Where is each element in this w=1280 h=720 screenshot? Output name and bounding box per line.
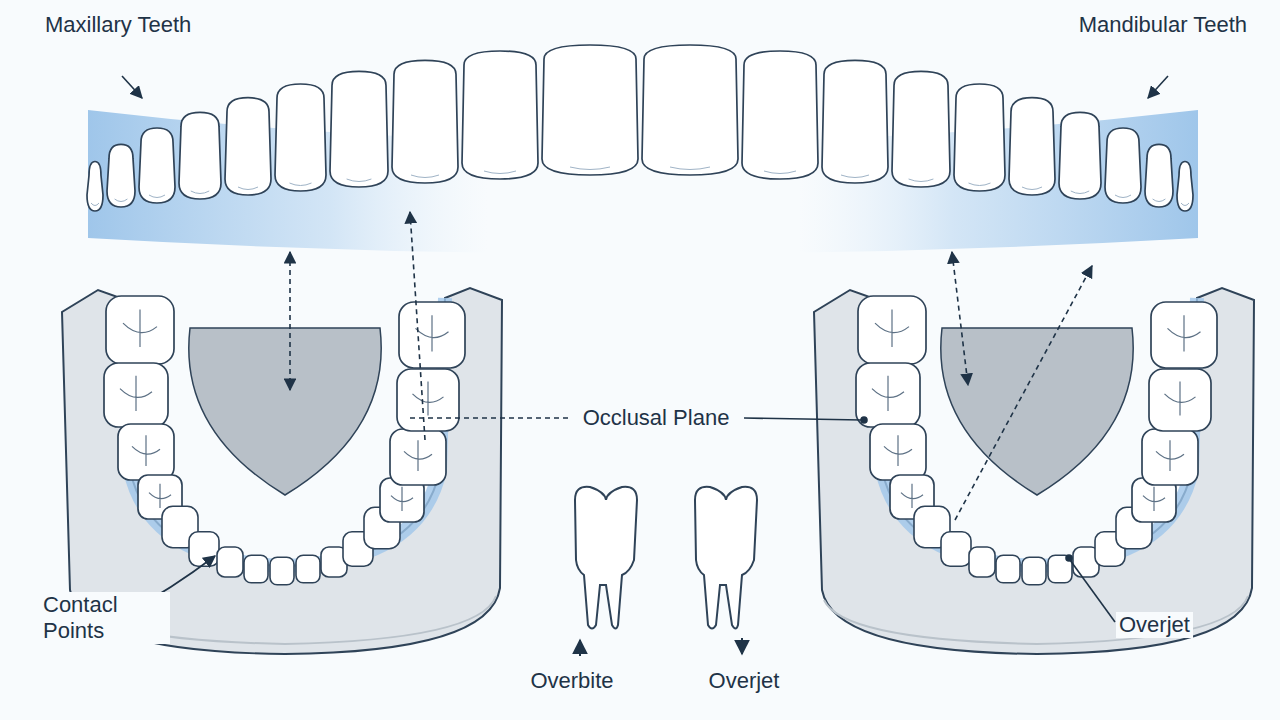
tooth-edge xyxy=(1181,203,1189,206)
upper-tooth xyxy=(330,71,388,187)
tooth-edge xyxy=(149,195,165,198)
lower-front-tooth xyxy=(296,555,320,583)
tooth-edge xyxy=(1071,191,1089,194)
upper-tooth xyxy=(275,84,326,191)
upper-tooth xyxy=(225,98,271,195)
molar-groove xyxy=(875,310,909,347)
lower-molar xyxy=(118,424,174,480)
lower-molar xyxy=(1142,429,1198,485)
label-text: Occlusal Plane xyxy=(580,405,733,431)
tooth-edge xyxy=(1153,199,1166,202)
molar-groove xyxy=(1156,440,1184,471)
lower-molar xyxy=(390,429,446,485)
label-text: Overjet xyxy=(706,668,783,694)
upper-tooth xyxy=(642,45,738,175)
molar-groove xyxy=(120,376,152,411)
lower-molar xyxy=(1149,369,1211,431)
tooth-edge xyxy=(909,179,934,182)
leader-lines xyxy=(122,76,1168,622)
lower-front-tooth xyxy=(217,547,243,577)
lower-molar xyxy=(870,424,926,480)
molar-groove xyxy=(413,381,444,415)
upper-tooth xyxy=(742,51,818,179)
tooth-edge xyxy=(670,167,710,170)
tooth-edge xyxy=(290,183,312,186)
tooth-edge xyxy=(115,199,128,202)
tooth-edge xyxy=(1115,195,1131,198)
label-text: Maxillary Teeth xyxy=(42,12,194,38)
molar-groove xyxy=(884,435,912,466)
tooth-edge xyxy=(91,203,99,206)
molar-groove xyxy=(149,484,171,508)
upper-tooth xyxy=(179,112,221,199)
lower-front-tooth xyxy=(270,557,294,585)
lower-front-tooth xyxy=(189,532,219,567)
molar-groove xyxy=(416,315,449,351)
tooth-edge xyxy=(1022,187,1042,190)
lower-jaw-right xyxy=(814,288,1254,654)
tooth-edge xyxy=(411,175,439,178)
tooth-edge xyxy=(191,191,209,194)
upper-tooth xyxy=(1059,112,1101,199)
lower-front-tooth xyxy=(969,547,995,577)
lower-molar xyxy=(104,363,168,427)
molar-groove xyxy=(1168,315,1201,351)
tooth-edge xyxy=(841,175,869,178)
tooth-edge xyxy=(347,179,372,182)
lower-front-tooth xyxy=(1022,557,1046,585)
molar-groove xyxy=(404,440,432,471)
tooth-edge xyxy=(969,183,991,186)
lower-molar xyxy=(1151,302,1217,368)
upper-tooth xyxy=(892,71,950,187)
label-text: Overbite xyxy=(527,668,616,694)
molar-groove xyxy=(123,310,157,347)
upper-tooth xyxy=(139,128,175,203)
upper-tooth xyxy=(1009,98,1055,195)
lower-molar xyxy=(106,296,174,364)
upper-tooth xyxy=(1177,162,1193,211)
label-text: Overjet xyxy=(1116,612,1193,638)
molar-groove xyxy=(872,376,904,411)
label-text: Contacl Points xyxy=(40,592,170,644)
upper-tooth xyxy=(822,60,888,183)
label-text: Mandibular Teeth xyxy=(1076,12,1250,38)
upper-tooth xyxy=(107,144,135,207)
molar-groove xyxy=(1165,381,1196,415)
upper-tooth xyxy=(87,162,103,211)
molar-groove xyxy=(901,484,923,508)
molar-groove xyxy=(1143,487,1165,511)
molar-groove xyxy=(132,435,160,466)
tooth-edge xyxy=(764,171,796,174)
small-arrows xyxy=(580,638,742,656)
upper-tooth xyxy=(392,60,458,183)
tooth-edge xyxy=(484,171,516,174)
tooth-edge xyxy=(570,167,610,170)
single-teeth xyxy=(575,487,757,629)
lower-molar xyxy=(397,369,459,431)
upper-tooth xyxy=(954,84,1005,191)
lower-molar xyxy=(856,363,920,427)
lower-molar xyxy=(399,302,465,368)
tooth-edge xyxy=(238,187,258,190)
lower-front-tooth xyxy=(1048,555,1072,583)
lower-front-tooth xyxy=(941,532,971,567)
lower-teeth xyxy=(104,296,1217,585)
upper-tooth xyxy=(1105,128,1141,203)
upper-tooth xyxy=(462,51,538,179)
lower-molar xyxy=(858,296,926,364)
dashed-arrows xyxy=(290,212,1092,520)
molar-groove xyxy=(391,487,413,511)
upper-tooth xyxy=(542,45,638,175)
lower-front-tooth xyxy=(244,555,268,583)
lower-front-tooth xyxy=(996,555,1020,583)
upper-tooth xyxy=(1145,144,1173,207)
upper-teeth xyxy=(87,45,1193,211)
